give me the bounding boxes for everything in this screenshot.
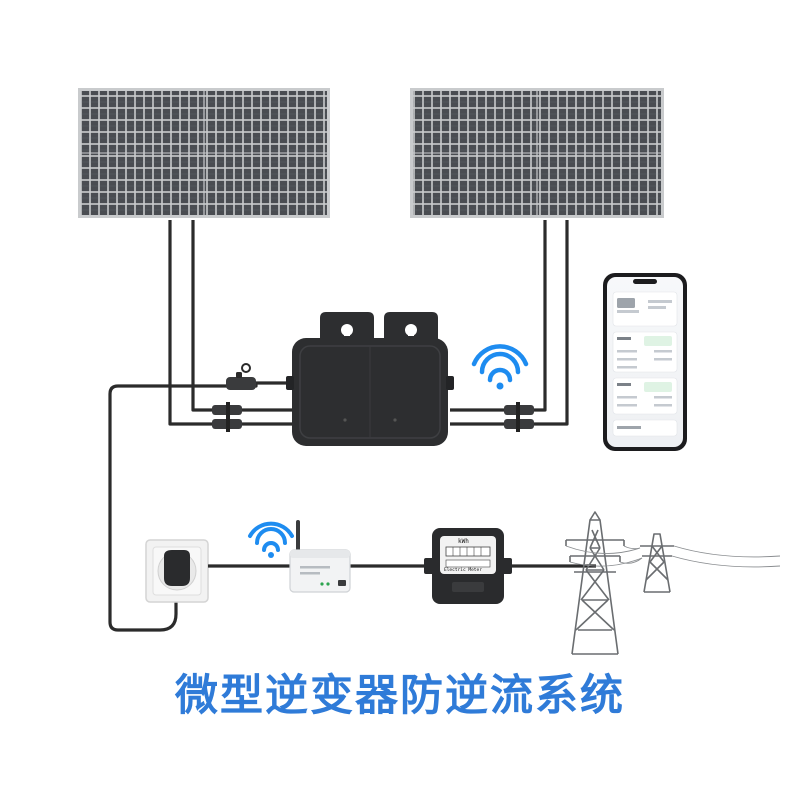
meter-unit-label: kWh (458, 538, 469, 545)
wall-socket (145, 539, 209, 603)
micro-inverter (286, 312, 454, 446)
wifi-gateway (289, 520, 351, 593)
ac-cable (108, 381, 292, 632)
solar-panel-right (410, 88, 664, 218)
ac-connector (226, 363, 256, 390)
diagram-caption: 微型逆变器防逆流系统 (175, 671, 625, 721)
power-lines (565, 545, 781, 568)
dc-cables (168, 220, 569, 426)
mc4-connectors (212, 402, 534, 432)
meter-sub-label: Electric Meter (444, 568, 482, 573)
energy-meter (424, 528, 512, 604)
smartphone-app (603, 273, 687, 451)
solar-panel-left (78, 88, 330, 218)
power-tower (565, 511, 674, 655)
wifi-icon (248, 521, 294, 558)
wifi-icon (471, 344, 529, 390)
